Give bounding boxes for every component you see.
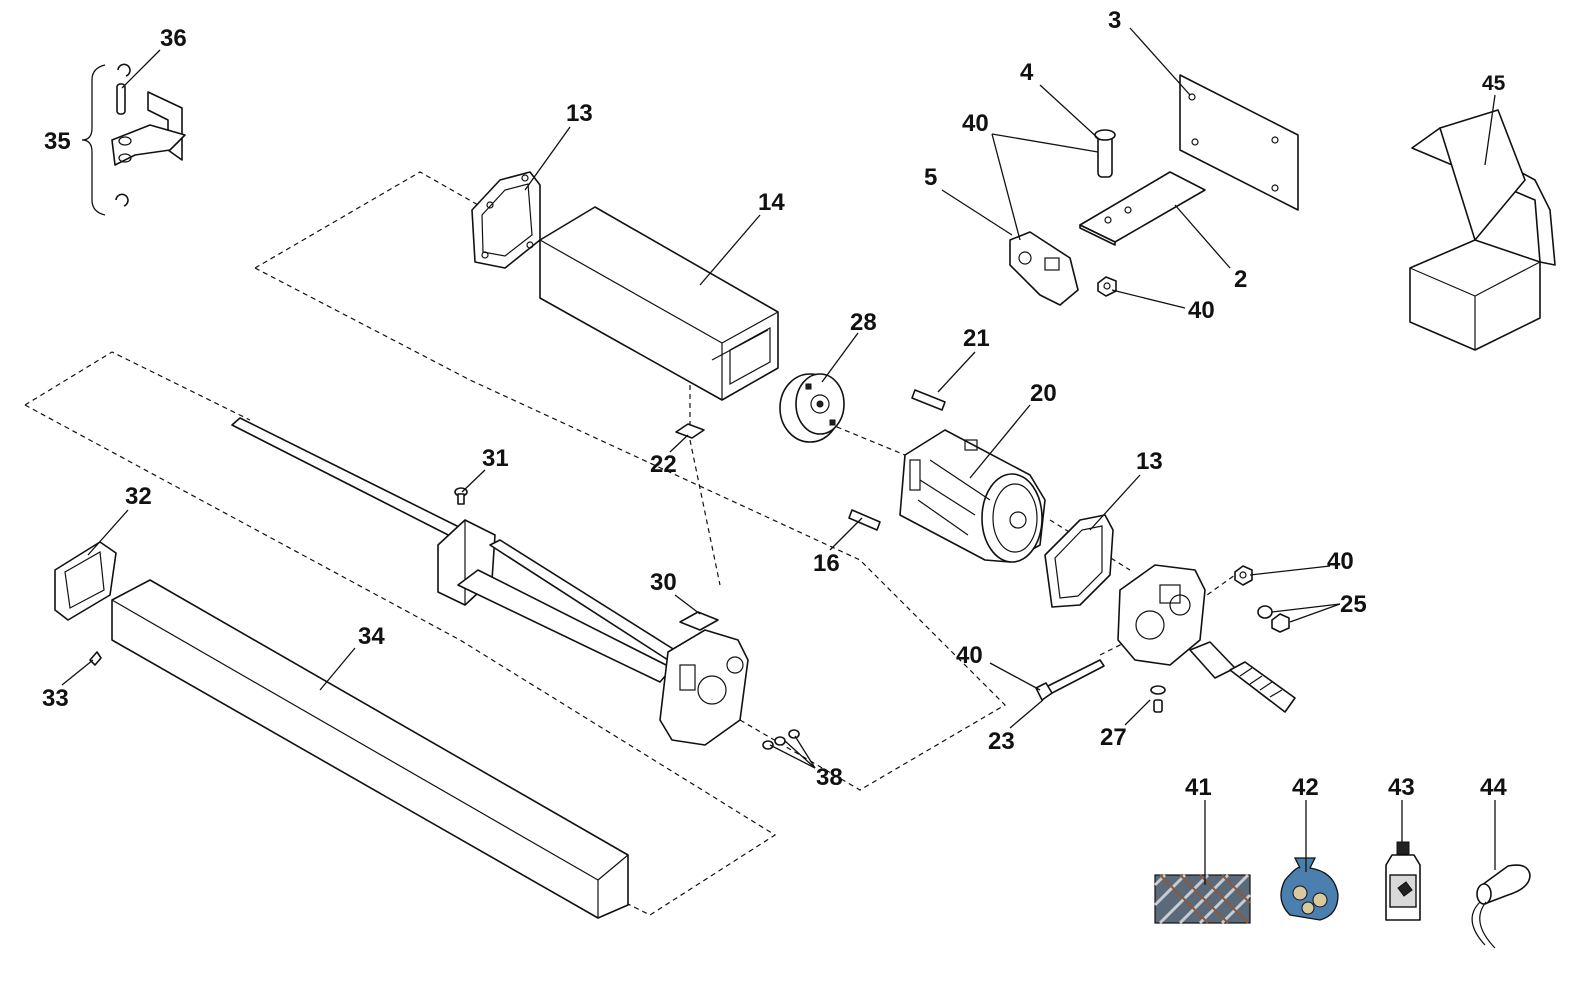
callout-5: 5	[924, 164, 937, 191]
callout-45: 45	[1482, 72, 1506, 95]
callout-40-right: 40	[1327, 548, 1354, 575]
callout-36: 36	[160, 25, 187, 52]
callout-3: 3	[1108, 7, 1121, 34]
bag-42	[1280, 857, 1339, 921]
callout-40-top-right: 40	[1188, 297, 1215, 324]
leader-lines	[61, 27, 1496, 885]
housing-14	[539, 206, 779, 401]
callout-16: 16	[813, 550, 840, 577]
pin-16	[848, 509, 881, 531]
screw-31	[454, 487, 468, 505]
bottle-43	[1385, 841, 1421, 921]
callout-25: 25	[1340, 591, 1367, 618]
callout-35: 35	[44, 128, 71, 155]
callout-27: 27	[1100, 724, 1127, 751]
plate-3	[1179, 74, 1299, 211]
callout-34: 34	[358, 623, 385, 650]
label-30	[679, 611, 719, 631]
nut-40-top	[1097, 276, 1117, 297]
callout-40-top-left: 40	[962, 110, 989, 137]
callout-41: 41	[1185, 774, 1212, 801]
screw-27	[1150, 685, 1166, 713]
callout-13-middle: 13	[1136, 448, 1163, 475]
bracket-kit-35	[81, 63, 186, 216]
pin-4	[1094, 129, 1116, 178]
box-45	[1409, 109, 1556, 351]
washers-38	[762, 729, 800, 750]
motor-20	[899, 429, 1046, 563]
grease-pad-41	[1153, 873, 1252, 925]
callout-30: 30	[650, 569, 677, 596]
screw-33	[89, 651, 102, 666]
callout-40-bolt: 40	[956, 642, 983, 669]
callout-14: 14	[758, 189, 785, 216]
bolt-23	[1035, 659, 1105, 701]
actuator-shaft	[231, 417, 679, 683]
gasket-13-middle	[1044, 514, 1114, 608]
callout-labels: 36 35 13 14 3 4 40 5 2 40 45 28 21 20 22…	[42, 7, 1507, 801]
callout-33: 33	[42, 685, 69, 712]
callout-23: 23	[988, 728, 1015, 755]
callout-21: 21	[963, 325, 990, 352]
pin-21	[911, 389, 946, 411]
threaded-fitting	[1189, 641, 1296, 713]
callout-22: 22	[650, 451, 677, 478]
callout-44: 44	[1480, 774, 1507, 801]
callout-2: 2	[1234, 266, 1247, 293]
gasket-13-top	[471, 171, 541, 269]
washer-nut-25	[1257, 605, 1290, 633]
callout-31: 31	[482, 445, 509, 472]
callout-38: 38	[816, 764, 843, 791]
capacitor-44	[1471, 864, 1531, 949]
callout-28: 28	[850, 309, 877, 336]
callout-32: 32	[125, 483, 152, 510]
cover-34	[111, 579, 629, 919]
endcap-32	[54, 541, 117, 621]
label-22	[675, 423, 705, 439]
bar-2	[1079, 171, 1206, 246]
callout-13-top: 13	[566, 100, 593, 127]
coupling-28	[779, 373, 845, 443]
callout-4: 4	[1020, 59, 1034, 86]
callout-43: 43	[1388, 774, 1415, 801]
callout-20: 20	[1030, 380, 1057, 407]
nut-40-right	[1234, 565, 1253, 586]
clevis-5	[1009, 231, 1079, 306]
callout-42: 42	[1292, 774, 1319, 801]
flange-block	[1117, 564, 1206, 666]
gearbox-end	[659, 629, 749, 746]
